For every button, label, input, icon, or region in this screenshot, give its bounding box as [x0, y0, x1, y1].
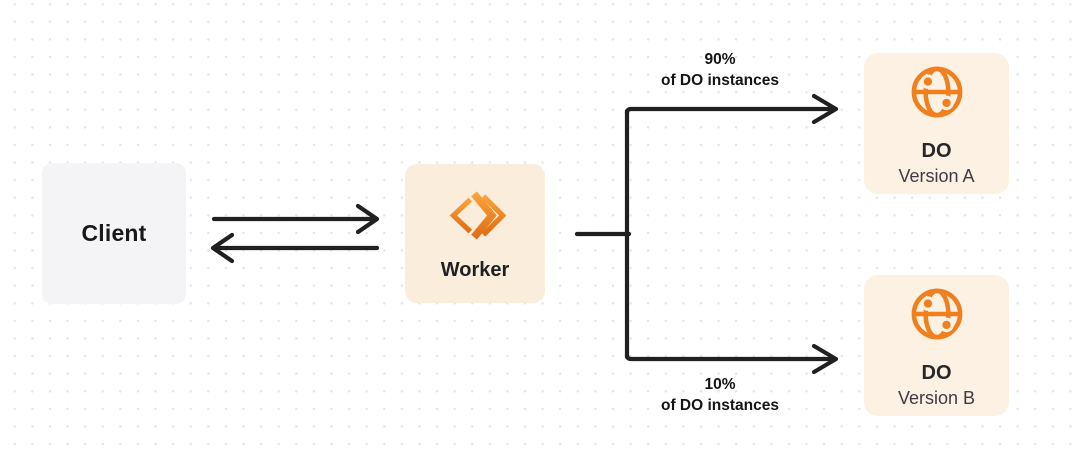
- branch-bottom-caption: of DO instances: [661, 397, 779, 414]
- worker-label: Worker: [440, 259, 510, 281]
- globe-icon: [908, 285, 966, 343]
- branch-label-top: 90% of DO instances: [600, 49, 840, 91]
- do-version-b-node: DO Version B: [864, 275, 1009, 416]
- branch-bottom-percent: 10%: [704, 376, 736, 393]
- branch-top-caption: of DO instances: [661, 72, 779, 89]
- do-b-subtitle: Version B: [897, 388, 976, 408]
- do-version-a-node: DO Version A: [864, 53, 1009, 194]
- worker-to-client-arrow: [210, 232, 380, 264]
- client-to-worker-arrow: [211, 203, 380, 235]
- do-a-title: DO: [921, 140, 952, 162]
- do-a-subtitle: Version A: [898, 166, 975, 186]
- client-label: Client: [81, 220, 147, 246]
- branch-top-percent: 90%: [704, 51, 736, 68]
- workers-logo-icon: [444, 188, 507, 243]
- globe-icon: [908, 63, 966, 121]
- branch-arrow-bottom: [624, 343, 839, 375]
- client-node: Client: [42, 163, 186, 304]
- do-b-title: DO: [921, 362, 952, 384]
- branch-arrow-top: [624, 93, 839, 125]
- branch-label-bottom: 10% of DO instances: [600, 374, 840, 416]
- worker-node: Worker: [405, 164, 545, 303]
